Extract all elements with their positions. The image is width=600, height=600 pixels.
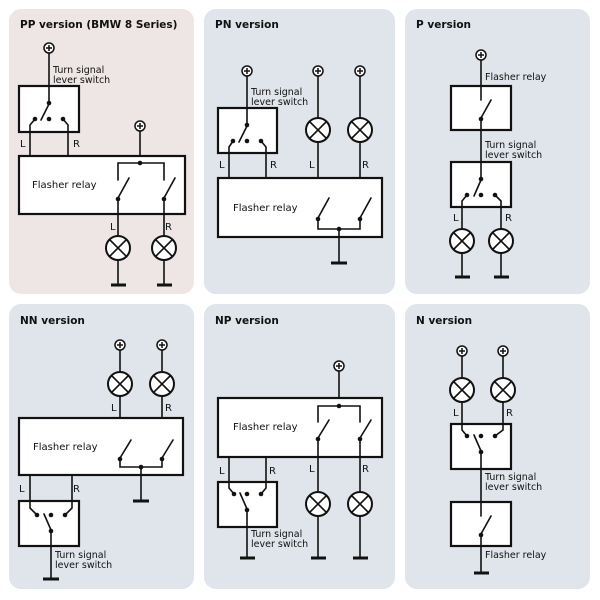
lamp-icon (488, 228, 514, 254)
switch-label-line2: lever switch (53, 75, 110, 86)
switch-label-line2: lever switch (485, 150, 542, 161)
plus-terminal-icon (241, 65, 253, 77)
turn-signal-switch (216, 106, 279, 179)
panel-title: NP version (215, 315, 279, 327)
plus-terminal-icon (497, 345, 509, 357)
lamp-icon (347, 117, 373, 143)
flasher-relay-label: Flasher relay (233, 422, 298, 433)
lamp-icon (305, 117, 331, 143)
lamp-icon (107, 371, 133, 397)
flasher-relay: Flasher relay (17, 154, 187, 237)
turn-signal-switch (216, 480, 279, 558)
panel-title: NN version (20, 315, 85, 327)
lamp-icon (347, 491, 373, 517)
plus-terminal-icon (312, 65, 324, 77)
switch-label-line2: lever switch (251, 539, 308, 550)
plus-terminal-icon (134, 120, 146, 132)
flasher-relay-label: Flasher relay (233, 203, 298, 214)
left-label: L (110, 222, 116, 233)
right-label: R (165, 222, 172, 233)
right-label: R (506, 408, 513, 419)
plus-terminal-icon (456, 345, 468, 357)
left-label: L (19, 484, 25, 495)
lamp-icon (449, 228, 475, 254)
flasher-relay: Flasher relay (17, 416, 185, 501)
switch-label-line2: lever switch (485, 482, 542, 493)
left-label: L (309, 464, 315, 475)
left-label: L (219, 160, 225, 171)
plus-terminal-icon (475, 49, 487, 61)
left-label: L (453, 408, 459, 419)
flasher-relay (449, 84, 513, 163)
panel-title: N version (416, 315, 472, 327)
flasher-relay-label: Flasher relay (33, 442, 98, 453)
plus-terminal-icon (333, 360, 345, 372)
right-label: R (505, 213, 512, 224)
left-label: L (309, 160, 315, 171)
left-label: L (20, 139, 26, 150)
lamp-icon (490, 377, 516, 403)
panel-title: PN version (215, 19, 279, 31)
right-label: R (362, 160, 369, 171)
right-label: R (269, 466, 276, 477)
lamp-icon (105, 235, 131, 261)
panel-nn: NN version L R Flasher relay (9, 304, 194, 589)
left-label: L (219, 466, 225, 477)
switch-label-line1: Turn signal (484, 140, 536, 151)
right-label: R (73, 484, 80, 495)
right-label: R (270, 160, 277, 171)
panel-p: P version Flasher relay Turn signal leve… (405, 9, 590, 294)
panel-title: PP version (BMW 8 Series) (20, 19, 177, 31)
turn-signal-switch (17, 84, 81, 157)
lamp-icon (151, 235, 177, 261)
switch-label-line1: Turn signal (52, 65, 104, 76)
lamp-icon (149, 371, 175, 397)
panel-pp: PP version (BMW 8 Series) Turn signal le… (9, 9, 194, 294)
switch-label-line1: Turn signal (54, 550, 106, 561)
flasher-relay-label: Flasher relay (32, 180, 97, 191)
left-label: L (111, 403, 117, 414)
switch-label-line1: Turn signal (484, 472, 536, 483)
panel-background (405, 9, 590, 294)
left-label: L (453, 213, 459, 224)
panel-np: NP version Flasher relay L R (204, 304, 395, 589)
turn-signal-switch (449, 160, 513, 230)
panel-n: N version L R Turn signal lever (405, 304, 590, 589)
right-label: R (165, 403, 172, 414)
lamp-icon (449, 377, 475, 403)
plus-terminal-icon (156, 339, 168, 351)
flasher-relay-label: Flasher relay (485, 72, 547, 83)
turn-signal-switch (17, 499, 81, 579)
right-label: R (362, 464, 369, 475)
plus-terminal-icon (114, 339, 126, 351)
flasher-relay (449, 500, 513, 573)
switch-label-line1: Turn signal (250, 529, 302, 540)
switch-label-line1: Turn signal (250, 87, 302, 98)
plus-terminal-icon (354, 65, 366, 77)
switch-label-line2: lever switch (251, 97, 308, 108)
lamp-icon (305, 491, 331, 517)
flasher-relay: Flasher relay (216, 396, 384, 493)
panel-background (9, 9, 194, 294)
flasher-relay-label: Flasher relay (485, 550, 547, 561)
flasher-relay: Flasher relay (216, 176, 384, 263)
panel-pn: PN version Turn signal lever switch L R (204, 9, 395, 294)
panel-title: P version (416, 19, 471, 31)
right-label: R (73, 139, 80, 150)
switch-label-line2: lever switch (55, 560, 112, 571)
turn-signal-switch (449, 422, 513, 503)
plus-terminal-icon (43, 42, 55, 54)
